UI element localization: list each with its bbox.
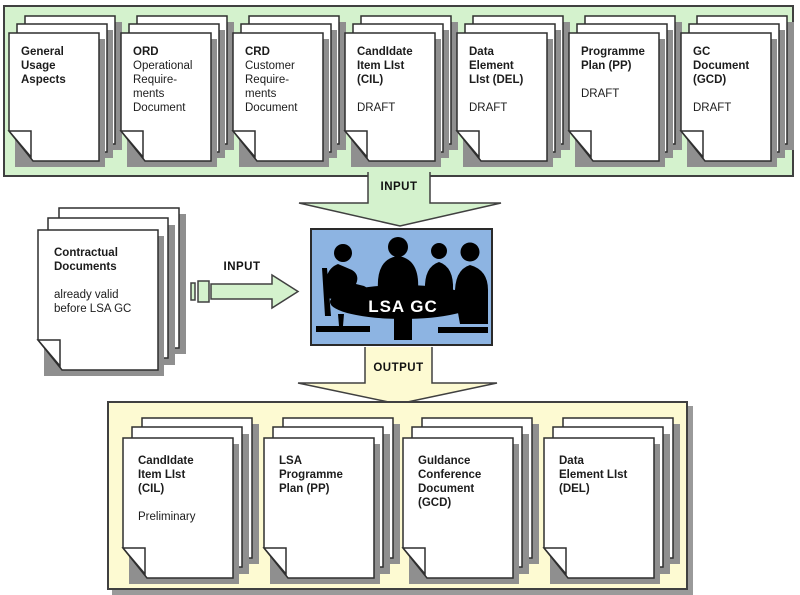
document-title: ORD bbox=[133, 46, 159, 58]
document-title: Data Element LIst (DEL) bbox=[559, 455, 628, 495]
document-status: DRAFT bbox=[693, 102, 732, 114]
document-title: GC Document (GCD) bbox=[693, 46, 750, 86]
document-title: LSA Programme Plan (PP) bbox=[279, 455, 343, 495]
document-title: CRD bbox=[245, 46, 270, 58]
output-funnel-label: OUTPUT bbox=[373, 362, 424, 374]
meeting-label: LSA GC bbox=[368, 297, 438, 316]
document-title: Programme Plan (PP) bbox=[581, 46, 645, 72]
document-status: Preliminary bbox=[138, 511, 196, 523]
document-stack-gcd: GuIdance Conference Document (GCD) bbox=[402, 417, 540, 585]
document-title: General Usage Aspects bbox=[21, 46, 66, 86]
document-title: CandIdate Item LIst (CIL) bbox=[138, 455, 194, 495]
input-funnel-label: INPUT bbox=[380, 181, 418, 193]
document-stack-cil-draft: CandIdate Item LIst (CIL) DRAFT bbox=[344, 15, 459, 168]
meeting-photo: LSA GC bbox=[310, 228, 493, 346]
document-title: GuIdance Conference Document (GCD) bbox=[418, 455, 482, 509]
output-funnel-arrow bbox=[297, 347, 498, 405]
document-stack-ord: ORD Operational Require- ments Document bbox=[120, 15, 235, 168]
document-body: Operational Require- ments Document bbox=[133, 60, 193, 114]
document-status: DRAFT bbox=[469, 102, 508, 114]
side-input-label: INPUT bbox=[223, 261, 261, 273]
document-status: DRAFT bbox=[581, 88, 620, 100]
document-stack-general-usage: General Usage Aspects bbox=[8, 15, 123, 168]
document-title: Contractual Documents bbox=[54, 247, 118, 273]
side-input-arrow bbox=[190, 273, 300, 310]
document-body: already valid before LSA GC bbox=[54, 289, 132, 315]
document-stack-cil-preliminary: CandIdate Item LIst (CIL) Preliminary bbox=[122, 417, 260, 585]
document-stack-lsa-pp: LSA Programme Plan (PP) bbox=[263, 417, 401, 585]
document-stack-gcd-draft: GC Document (GCD) DRAFT bbox=[680, 15, 795, 168]
meeting-silhouettes bbox=[316, 237, 488, 340]
document-body: Customer Require- ments Document bbox=[245, 60, 298, 114]
document-title: CandIdate Item LIst (CIL) bbox=[357, 46, 413, 86]
input-funnel-arrow bbox=[298, 172, 502, 227]
document-stack-pp-draft: Programme Plan (PP) DRAFT bbox=[568, 15, 683, 168]
document-stack-crd: CRD Customer Require- ments Document bbox=[232, 15, 347, 168]
document-status: DRAFT bbox=[357, 102, 396, 114]
document-stack-contractual: Contractual Documents already valid befor… bbox=[37, 207, 187, 377]
document-stack-del-draft: Data Element LIst (DEL) DRAFT bbox=[456, 15, 571, 168]
document-title: Data Element LIst (DEL) bbox=[469, 46, 524, 86]
document-stack-del: Data Element LIst (DEL) bbox=[543, 417, 681, 585]
